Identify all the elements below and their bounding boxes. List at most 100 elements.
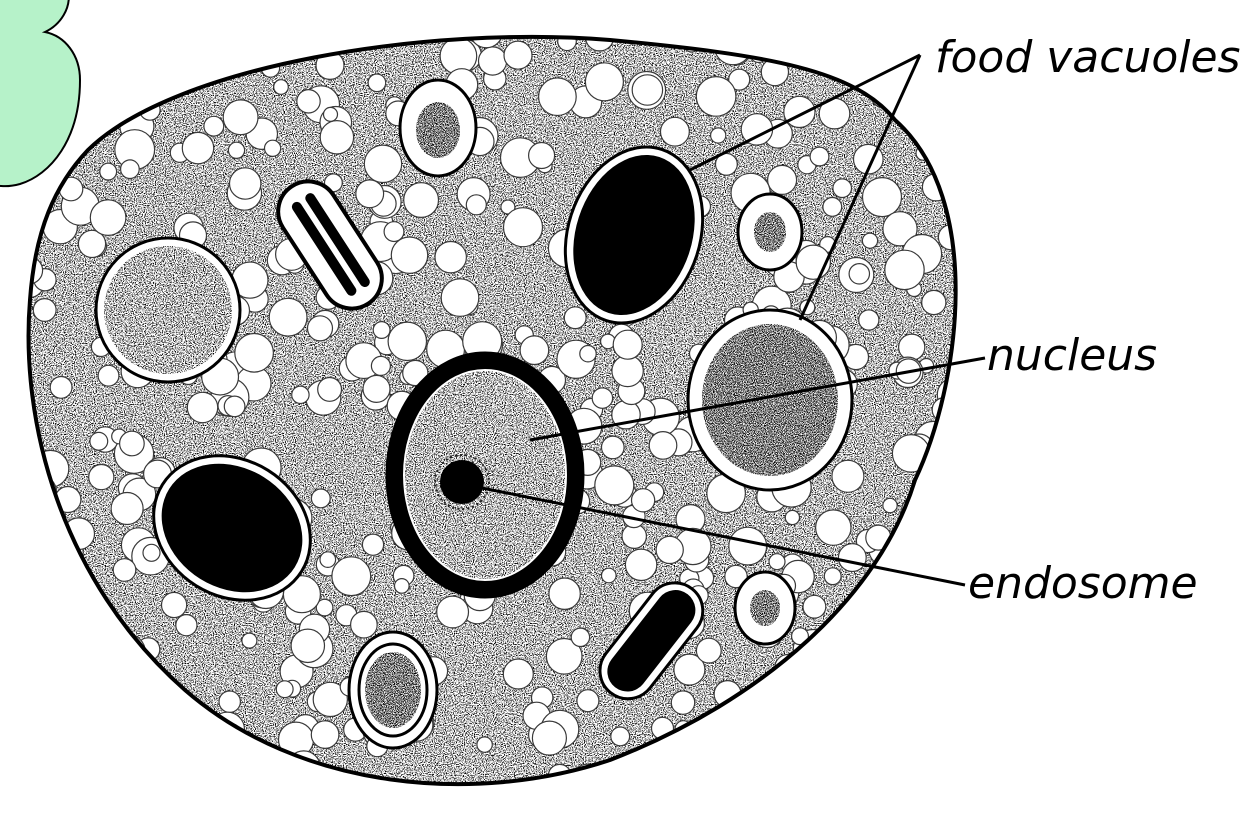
- cytoplasm-bubble: [15, 243, 36, 264]
- cytoplasm-bubble: [899, 627, 937, 665]
- cytoplasm-bubble: [12, 214, 40, 242]
- cytoplasm-bubble: [135, 38, 169, 72]
- cytoplasm-bubble: [83, 707, 103, 727]
- cytoplasm-bubble: [92, 82, 110, 100]
- cytoplasm-bubble: [784, 96, 815, 127]
- cytoplasm-bubble: [939, 164, 969, 194]
- cytoplasm-bubble: [466, 195, 486, 215]
- cytoplasm-bubble: [768, 165, 797, 194]
- cytoplasm-bubble: [585, 63, 623, 101]
- cytoplasm-bubble: [816, 510, 851, 545]
- cytoplasm-bubble: [297, 90, 320, 113]
- cytoplasm-bubble: [37, 581, 73, 617]
- cytoplasm-bubble: [954, 634, 989, 669]
- cytoplasm-bubble: [336, 21, 366, 51]
- cytoplasm-bubble: [714, 27, 751, 64]
- cytoplasm-bubble: [794, 717, 834, 757]
- cytoplasm-bubble: [577, 690, 599, 712]
- cytoplasm-bubble: [571, 628, 589, 646]
- cytoplasm-bubble: [918, 598, 946, 626]
- cytoplasm-bubble: [801, 705, 833, 737]
- cytoplasm-bubble: [284, 767, 315, 798]
- cytoplasm-bubble: [504, 208, 543, 247]
- cytoplasm-bubble: [958, 628, 984, 654]
- cytoplasm-bubble: [33, 299, 56, 322]
- cytoplasm-bubble: [244, 790, 278, 818]
- cytoplasm-bubble: [162, 592, 187, 617]
- cytoplasm-bubble: [632, 75, 662, 105]
- cytoplasm-bubble: [29, 522, 43, 536]
- cytoplasm-bubble: [82, 739, 105, 762]
- cytoplasm-bubble: [661, 117, 690, 146]
- cytoplasm-bubble: [311, 489, 330, 508]
- cytoplasm-bubble: [558, 32, 577, 51]
- cytoplasm-bubble: [958, 456, 991, 489]
- cytoplasm-bubble: [696, 77, 736, 117]
- cytoplasm-bubble: [25, 517, 60, 552]
- cytoplasm-bubble: [532, 721, 566, 755]
- cytoplasm-bubble: [953, 711, 988, 746]
- cytoplasm-bubble: [832, 460, 864, 492]
- cytoplasm-bubble: [913, 718, 938, 743]
- cytoplasm-bubble: [602, 568, 617, 583]
- cytoplasm-bubble: [96, 66, 112, 82]
- cytoplasm-bubble: [292, 386, 309, 403]
- cytoplasm-bubble: [931, 511, 947, 527]
- cytoplasm-bubble: [388, 322, 426, 360]
- cytoplasm-bubble: [497, 788, 520, 811]
- cytoplasm-bubble: [435, 242, 466, 273]
- cytoplasm-bubble: [125, 709, 149, 733]
- cytoplasm-bubble: [98, 365, 119, 386]
- cytoplasm-bubble: [311, 721, 339, 749]
- cytoplasm-bubble: [671, 691, 694, 714]
- cytoplasm-bubble: [564, 307, 586, 329]
- cytoplasm-bubble: [612, 355, 643, 386]
- cytoplasm-bubble: [235, 334, 274, 373]
- cytoplasm-bubble: [441, 279, 479, 317]
- cytoplasm-bubble: [816, 786, 836, 806]
- cytoplasm-bubble: [922, 290, 946, 314]
- cytoplasm-bubble: [803, 595, 826, 618]
- cytoplasm-bubble: [504, 41, 532, 69]
- cytoplasm-bubble: [36, 765, 63, 792]
- cytoplasm-bubble: [824, 568, 841, 585]
- cytoplasm-bubble: [843, 744, 859, 760]
- cytoplasm-bubble: [769, 554, 785, 570]
- cytoplasm-bubble: [204, 116, 224, 136]
- cytoplasm-bubble: [14, 612, 37, 635]
- cytoplasm-bubble: [885, 250, 924, 289]
- cytoplasm-bubble: [352, 787, 372, 807]
- cytoplasm-bubble: [768, 793, 795, 818]
- cytoplasm-bubble: [580, 346, 596, 362]
- cytoplasm-bubble: [215, 31, 254, 70]
- cytoplasm-bubble: [182, 132, 213, 163]
- cytoplasm-bubble: [753, 33, 774, 54]
- cytoplasm-bubble: [613, 330, 642, 359]
- cytoplasm-bubble: [69, 709, 83, 723]
- cytoplasm-bubble: [120, 740, 140, 760]
- cytoplasm-bubble: [127, 673, 143, 689]
- cytoplasm-bubble: [696, 638, 721, 663]
- cytoplasm-bubble: [151, 740, 187, 776]
- cytoplasm-bubble: [368, 74, 386, 92]
- cytoplasm-bubble: [70, 665, 86, 681]
- cytoplasm-bubble: [48, 628, 65, 645]
- cytoplasm-bubble: [625, 549, 656, 580]
- cytoplasm-bubble: [143, 544, 160, 561]
- cytoplasm-bubble: [962, 144, 997, 179]
- cytoplasm-bubble: [539, 78, 577, 116]
- label-nucleus: nucleus: [987, 330, 1157, 381]
- cytoplasm-bubble: [848, 680, 865, 697]
- cytoplasm-bubble: [364, 145, 401, 182]
- cytoplasm-bubble: [276, 681, 293, 698]
- cytoplasm-bubble: [829, 35, 844, 50]
- cytoplasm-bubble: [945, 627, 979, 661]
- cytoplasm-bubble: [16, 257, 43, 284]
- cytoplasm-bubble: [838, 544, 866, 572]
- cytoplasm-bubble: [13, 422, 33, 442]
- cytoplasm-bubble: [520, 336, 549, 365]
- cytoplasm-bubble: [937, 764, 966, 793]
- cytoplasm-bubble: [276, 772, 296, 792]
- cytoplasm-bubble: [902, 610, 936, 644]
- cytoplasm-bubble: [732, 720, 747, 735]
